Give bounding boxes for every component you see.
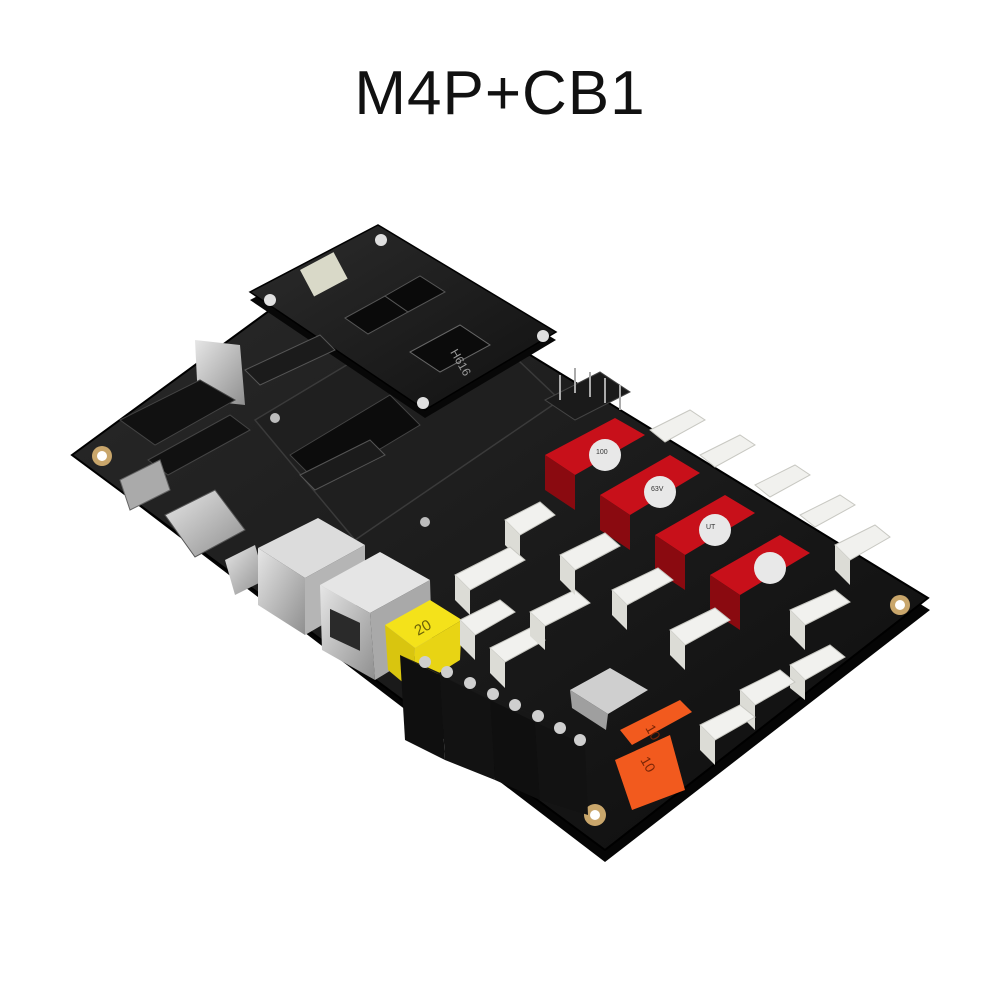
product-title: M4P+CB1 bbox=[354, 59, 646, 128]
micro-usb-port bbox=[119, 459, 171, 511]
fpc-connector bbox=[244, 334, 336, 386]
capacitor bbox=[644, 476, 676, 508]
stepper-driver: 100 bbox=[545, 418, 645, 510]
stepper-driver: UT bbox=[655, 495, 755, 590]
cap-label: UT bbox=[706, 524, 716, 531]
fuse-orange-b: 10 bbox=[615, 735, 685, 810]
jst-connectors bbox=[454, 409, 891, 765]
usb-a-port-stack bbox=[258, 548, 305, 635]
fuse-main-label: 20 bbox=[412, 616, 435, 639]
pin-header bbox=[544, 368, 631, 421]
mosfet-pad bbox=[570, 668, 648, 714]
power-terminals bbox=[400, 655, 590, 815]
capacitor bbox=[699, 514, 731, 546]
gpio-header bbox=[119, 379, 237, 446]
soc-chip bbox=[409, 324, 491, 373]
fuse-b-label: 10 bbox=[637, 754, 659, 776]
fuse-a-label: 10 bbox=[642, 722, 664, 744]
fpc-connector bbox=[299, 439, 386, 491]
wifi-module bbox=[300, 252, 348, 297]
cb1-compute-module: H616 bbox=[248, 224, 558, 418]
usb-c-port bbox=[225, 545, 265, 595]
fuse-orange-a: 10 bbox=[620, 700, 692, 745]
capacitor bbox=[589, 439, 621, 471]
stepper-driver bbox=[710, 535, 810, 630]
stepper-driver: 63V bbox=[600, 455, 700, 550]
cap-label: 100 bbox=[596, 449, 608, 456]
terminal-block bbox=[440, 675, 495, 780]
terminal-block bbox=[535, 722, 588, 815]
io-ports bbox=[119, 340, 432, 680]
hdmi-port bbox=[164, 489, 246, 558]
terminal-block bbox=[400, 655, 445, 760]
cap-label: 63V bbox=[651, 486, 664, 493]
terminal-block bbox=[490, 700, 540, 800]
capacitor bbox=[754, 552, 786, 584]
